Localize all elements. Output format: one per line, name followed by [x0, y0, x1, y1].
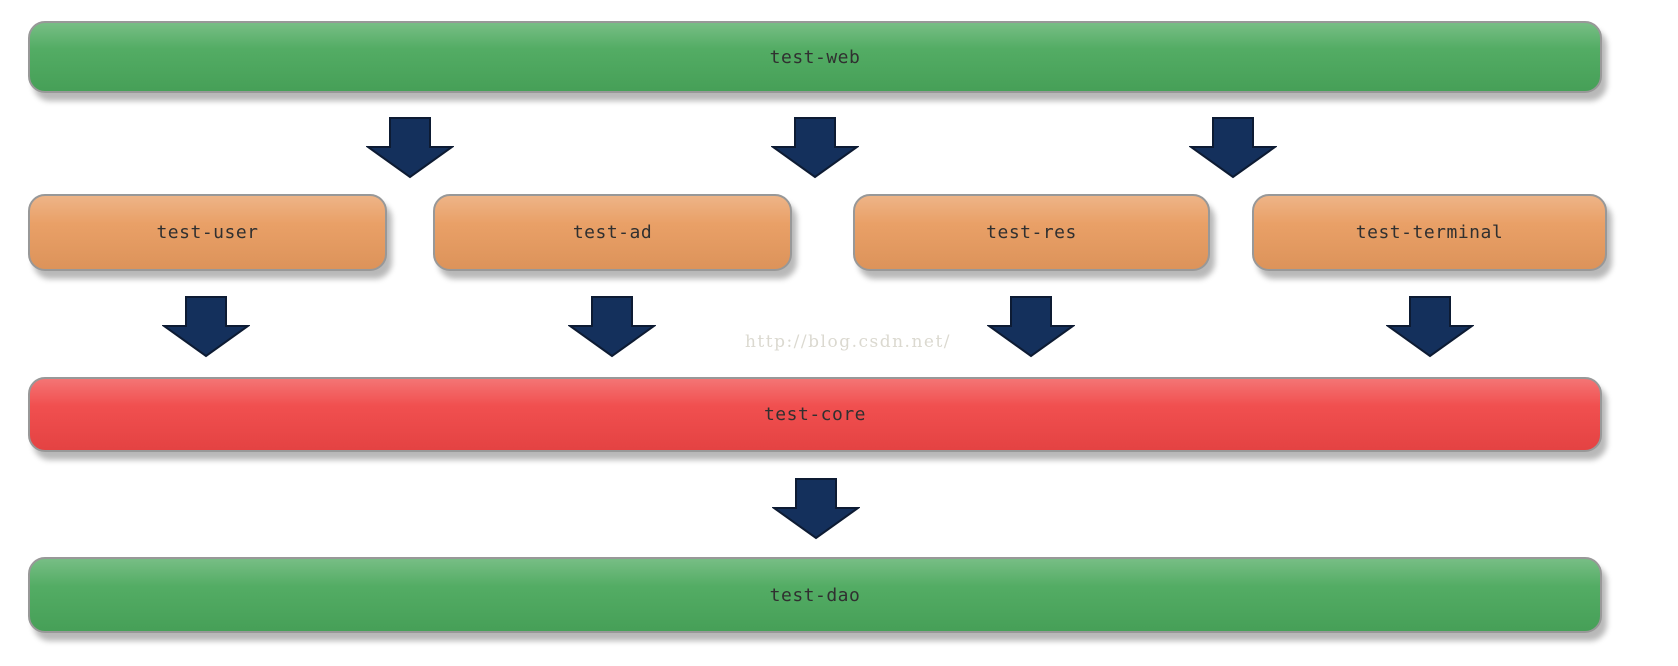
node-test-ad-label: test-ad [572, 222, 653, 243]
down-arrow-icon [1189, 117, 1277, 179]
node-test-res: test-res [853, 194, 1210, 271]
down-arrow-icon [366, 117, 454, 179]
node-test-core: test-core [28, 377, 1602, 452]
down-arrow-icon [987, 296, 1075, 358]
node-test-user-label: test-user [156, 222, 259, 243]
node-test-core-label: test-core [763, 404, 867, 425]
down-arrow-icon [772, 478, 860, 540]
down-arrow-icon [162, 296, 250, 358]
node-test-terminal: test-terminal [1252, 194, 1607, 271]
node-test-res-label: test-res [986, 222, 1077, 243]
node-test-web-label: test-web [769, 46, 861, 68]
watermark-text: http://blog.csdn.net/ [744, 332, 952, 352]
node-test-dao-label: test-dao [769, 584, 861, 606]
node-test-dao: test-dao [28, 557, 1602, 633]
node-test-web: test-web [28, 21, 1602, 93]
down-arrow-icon [568, 296, 656, 358]
down-arrow-icon [1386, 296, 1474, 358]
node-test-ad: test-ad [433, 194, 792, 271]
node-test-terminal-label: test-terminal [1355, 222, 1504, 243]
down-arrow-icon [771, 117, 859, 179]
node-test-user: test-user [28, 194, 387, 271]
